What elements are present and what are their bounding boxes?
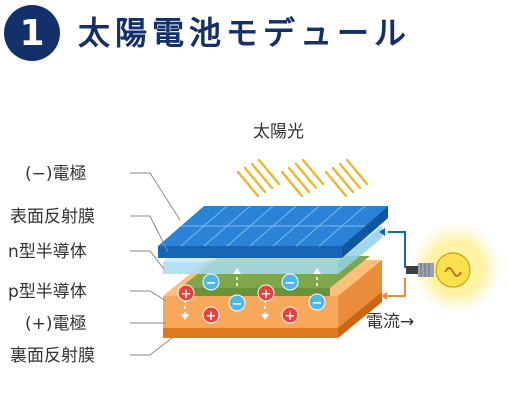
layer-label-n-type: n型半導体 bbox=[8, 242, 87, 262]
layer-label-p-type: p型半導体 bbox=[8, 282, 87, 302]
negative-electrode-panel bbox=[158, 205, 388, 258]
layer-label-surface-film: 表面反射膜 bbox=[10, 207, 95, 227]
svg-text:−: − bbox=[232, 297, 243, 312]
step-number-badge: 1 bbox=[4, 5, 60, 61]
layer-label-negative-electrode: (−)電極 bbox=[25, 164, 87, 184]
negative-carrier: − bbox=[281, 273, 299, 291]
circuit-wire-top bbox=[388, 231, 406, 268]
positive-carrier: + bbox=[177, 284, 195, 302]
header: 1 太陽電池モデュール bbox=[0, 0, 509, 70]
leader-lines bbox=[130, 172, 181, 356]
svg-text:−: − bbox=[285, 276, 296, 291]
light-bulb-icon bbox=[406, 224, 500, 312]
svg-text:−: − bbox=[206, 276, 217, 291]
svg-text:+: + bbox=[206, 309, 217, 324]
svg-text:+: + bbox=[285, 309, 296, 324]
svg-text:+: + bbox=[261, 287, 272, 302]
positive-carrier: + bbox=[202, 306, 220, 324]
sunlight-label: 太陽光 bbox=[253, 122, 304, 142]
positive-carrier: + bbox=[257, 284, 275, 302]
svg-text:−: − bbox=[312, 296, 323, 311]
circuit-wire-bottom bbox=[384, 278, 406, 297]
svg-text:+: + bbox=[181, 287, 192, 302]
layer-label-back-film: 裏面反射膜 bbox=[10, 345, 95, 366]
negative-carrier: − bbox=[202, 273, 220, 291]
electron-flow-arrows bbox=[184, 272, 318, 316]
positive-carrier: + bbox=[281, 306, 299, 324]
negative-carrier: − bbox=[308, 293, 326, 311]
negative-carrier: − bbox=[228, 294, 246, 312]
current-label: 電流→ bbox=[366, 312, 414, 332]
sunlight-rays-icon bbox=[236, 158, 369, 198]
page-title: 太陽電池モデュール bbox=[78, 14, 412, 52]
layer-label-positive-electrode: (+)電極 bbox=[25, 314, 87, 334]
